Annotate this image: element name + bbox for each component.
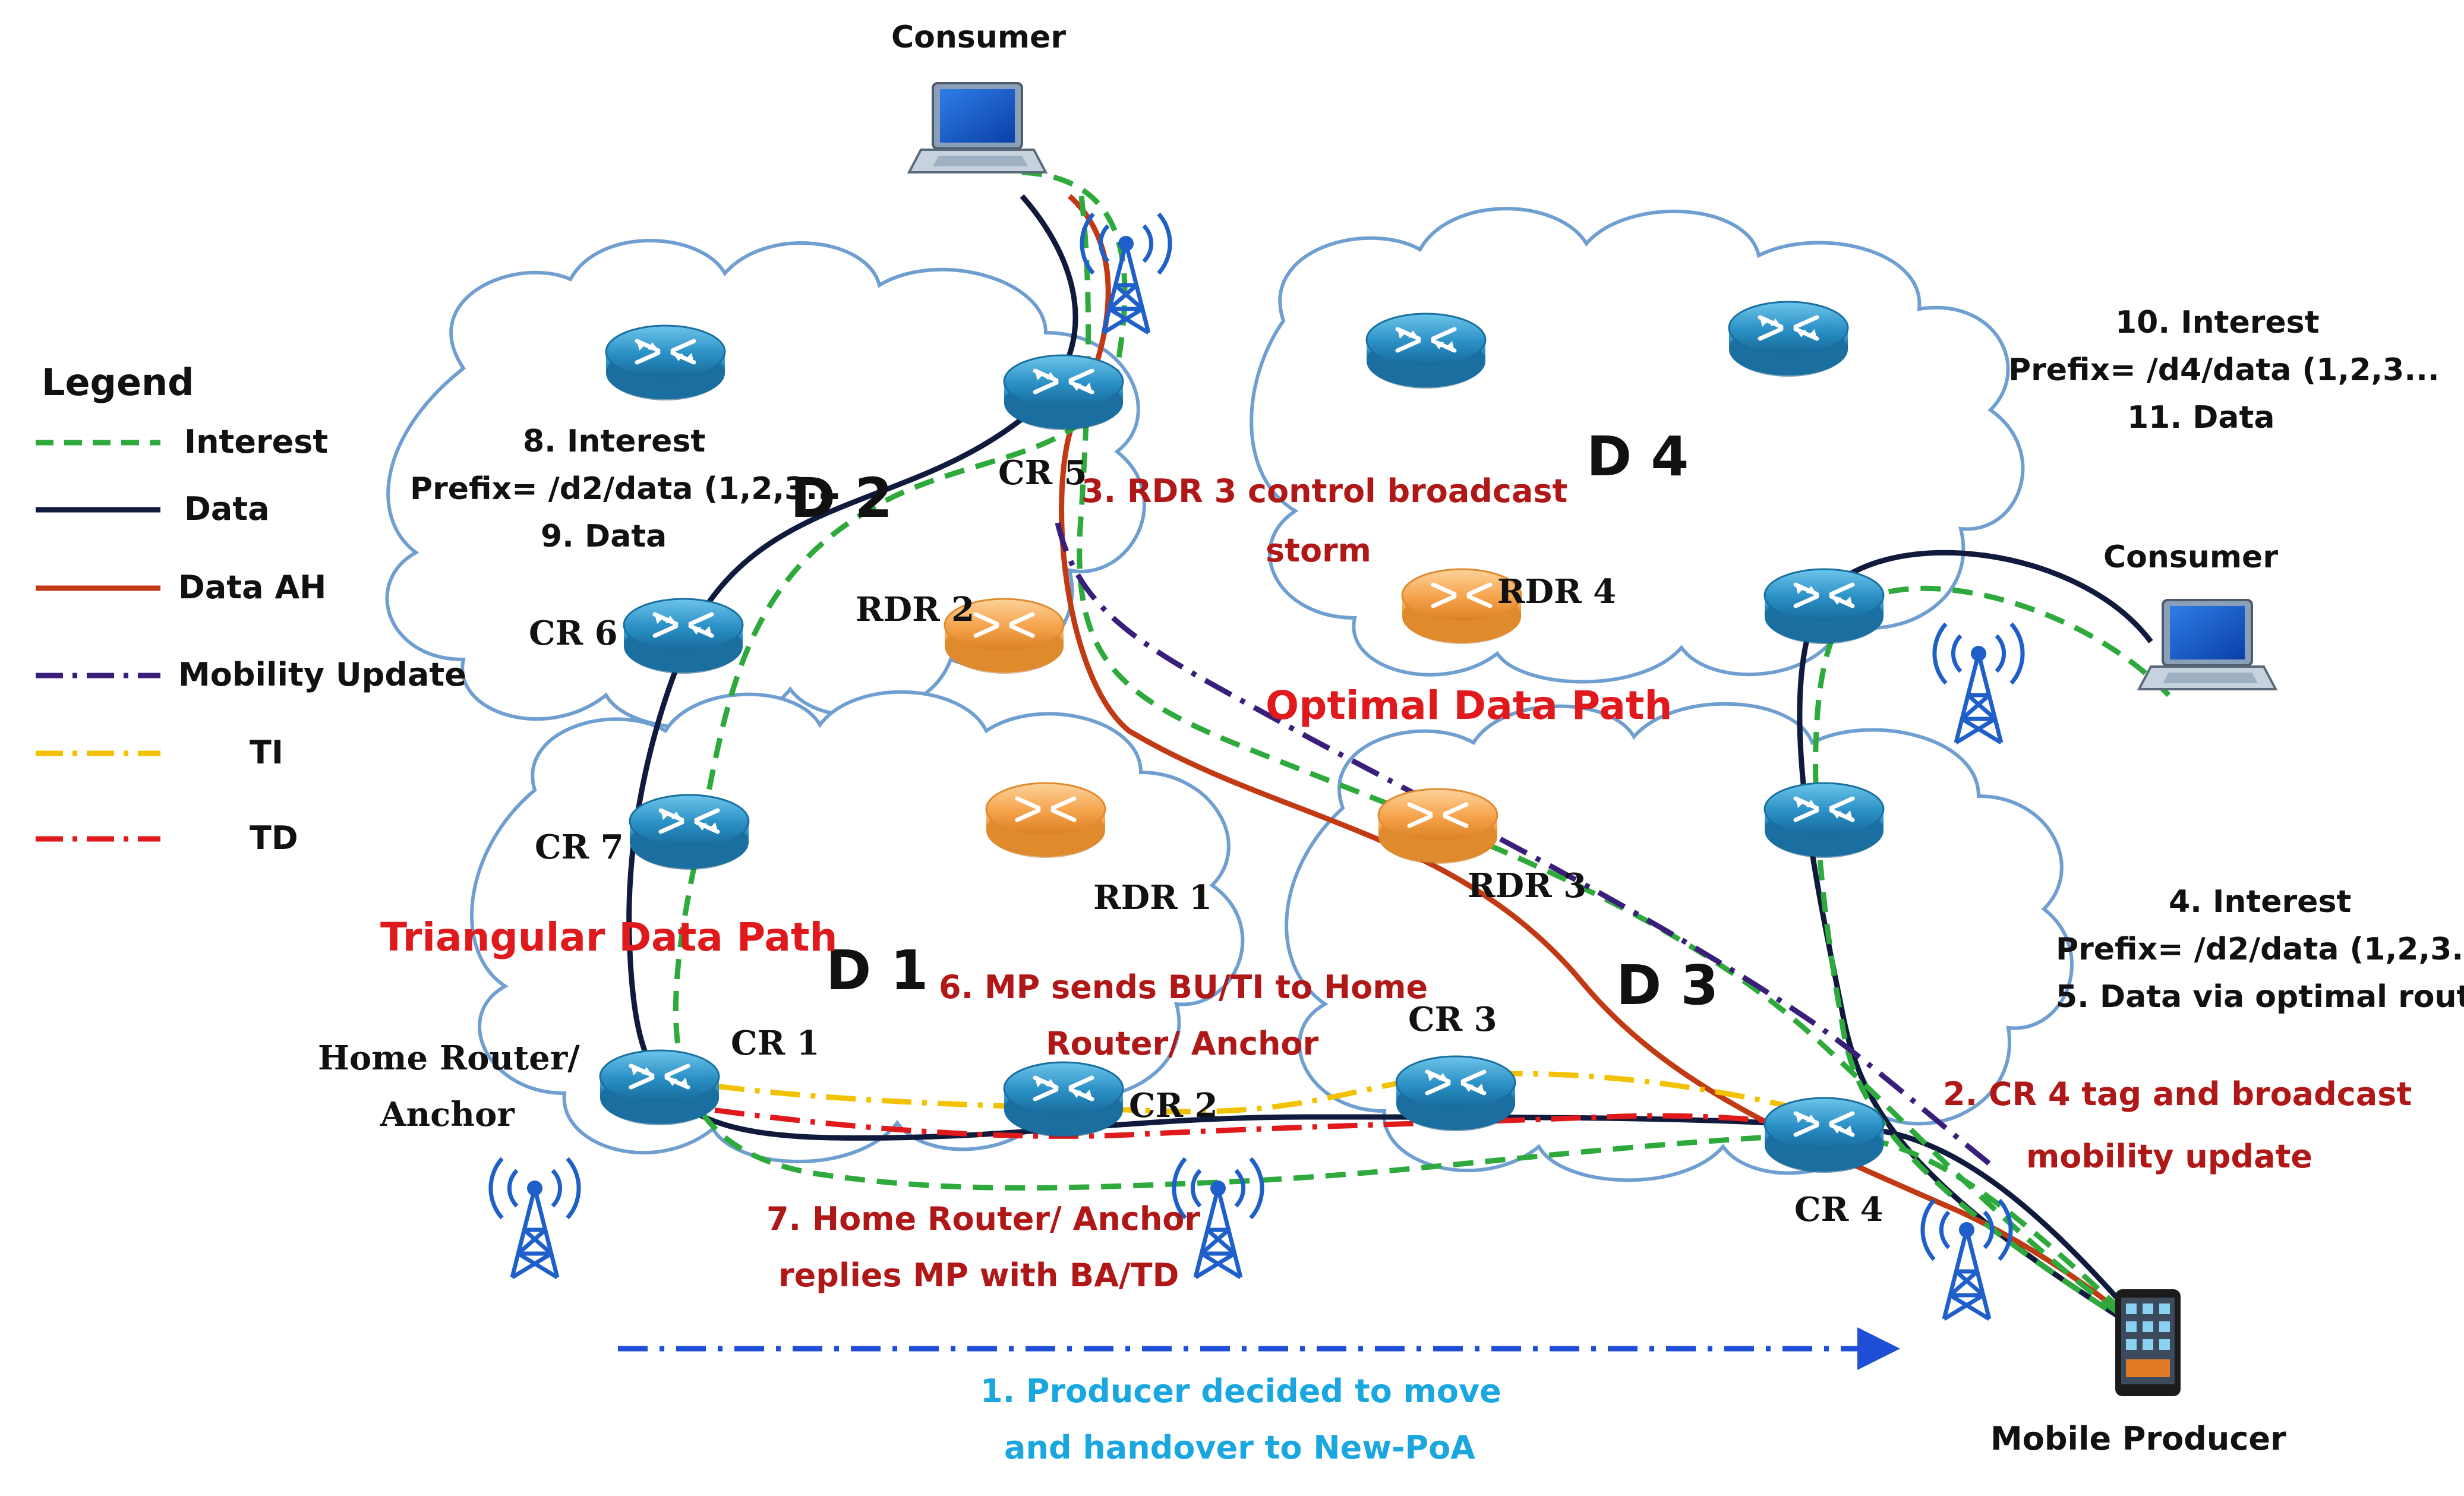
router-rdr3-icon bbox=[1378, 789, 1497, 864]
tower-new-poa-icon bbox=[1923, 1200, 2011, 1319]
consumer-right-label: Consumer bbox=[2103, 539, 2278, 575]
cloud-d2 bbox=[385, 239, 1146, 730]
router-rdr1-icon bbox=[986, 783, 1105, 858]
step-1-line-2: and handover to New-PoA bbox=[1004, 1429, 1475, 1466]
legend-title: Legend bbox=[42, 361, 194, 404]
router-d4-bottom-icon bbox=[1765, 569, 1884, 644]
mobile-producer-icon bbox=[2115, 1289, 2181, 1396]
cr5-label: CR 5 bbox=[998, 453, 1087, 493]
step-6-line-2: Router/ Anchor bbox=[1046, 1025, 1319, 1062]
legend-data-ah: Data AH bbox=[178, 569, 326, 606]
step-2: 2. CR 4 tag and broadcast mobility updat… bbox=[1943, 1075, 2412, 1175]
ti-path bbox=[659, 1071, 1879, 1132]
step-8-line-1: 8. Interest bbox=[523, 424, 705, 459]
cr2-label: CR 2 bbox=[1129, 1086, 1218, 1125]
legend-interest: Interest bbox=[184, 423, 328, 460]
step-3-line-1: 3. RDR 3 control broadcast bbox=[1081, 472, 1567, 510]
router-d3-top-icon bbox=[1765, 783, 1884, 858]
cr3-label: CR 3 bbox=[1408, 1000, 1497, 1039]
consumer-right-laptop-icon bbox=[2138, 599, 2277, 690]
step-5: 5. Data via optimal route bbox=[2056, 979, 2464, 1015]
tower-home-icon bbox=[491, 1159, 579, 1277]
step-1: 1. Producer decided to move and handover… bbox=[980, 1372, 1501, 1466]
step-10-line-2: Prefix= /d4/data (1,2,3... bbox=[2008, 352, 2440, 388]
tower-right-icon bbox=[1935, 624, 2023, 743]
router-cr4-icon bbox=[1765, 1098, 1884, 1173]
cr6-label: CR 6 bbox=[529, 614, 618, 653]
step-3: 3. RDR 3 control broadcast storm bbox=[1081, 472, 1567, 569]
legend-ti: TI bbox=[250, 734, 283, 771]
step-6-line-1: 6. MP sends BU/TI to Home bbox=[939, 968, 1428, 1006]
cr7-label: CR 7 bbox=[535, 828, 624, 867]
step-4-line-2: Prefix= /d2/data (1,2,3... bbox=[2056, 932, 2464, 967]
triangular-data-path-label: Triangular Data Path bbox=[380, 914, 837, 960]
step-6: 6. MP sends BU/TI to Home Router/ Anchor bbox=[939, 968, 1428, 1062]
cr1-label: CR 1 bbox=[731, 1024, 820, 1063]
step-8-9: 8. Interest Prefix= /d2/data (1,2,3... 9… bbox=[410, 424, 841, 554]
router-cr5-icon bbox=[1004, 355, 1123, 430]
router-cr7-icon bbox=[630, 795, 749, 870]
legend: Legend Interest Data Data AH Mobility Up… bbox=[36, 361, 466, 857]
step-1-line-1: 1. Producer decided to move bbox=[980, 1372, 1501, 1410]
step-2-line-2: mobility update bbox=[2026, 1138, 2312, 1175]
consumer-top-laptop-icon bbox=[908, 82, 1047, 173]
optimal-data-path-label: Optimal Data Path bbox=[1266, 683, 1673, 728]
rdr3-label: RDR 3 bbox=[1468, 866, 1586, 905]
step-7: 7. Home Router/ Anchor replies MP with B… bbox=[766, 1200, 1200, 1294]
step-9: 9. Data bbox=[541, 519, 667, 554]
domain-d4-label: D 4 bbox=[1586, 425, 1689, 488]
step-4-5: 4. Interest Prefix= /d2/data (1,2,3... 5… bbox=[2056, 884, 2464, 1015]
legend-mobility-update: Mobility Update bbox=[178, 656, 466, 693]
router-d4-right-icon bbox=[1729, 302, 1848, 377]
domain-d2-label: D 2 bbox=[790, 466, 892, 530]
router-cr1-icon bbox=[600, 1050, 719, 1125]
step-10-line-1: 10. Interest bbox=[2115, 305, 2319, 340]
router-cr6-icon bbox=[624, 599, 743, 674]
step-7-line-2: replies MP with BA/TD bbox=[778, 1257, 1179, 1294]
router-cr3-icon bbox=[1396, 1056, 1515, 1131]
router-d2-top-left-icon bbox=[606, 326, 725, 400]
domain-d3-label: D 3 bbox=[1616, 954, 1718, 1017]
step-10-11: 10. Interest Prefix= /d4/data (1,2,3... … bbox=[2008, 305, 2440, 435]
home-router-label-2: Anchor bbox=[380, 1095, 515, 1134]
domain-d1-label: D 1 bbox=[826, 939, 928, 1002]
router-d4-left-icon bbox=[1367, 314, 1485, 389]
step-7-line-1: 7. Home Router/ Anchor bbox=[766, 1200, 1200, 1238]
step-11: 11. Data bbox=[2127, 400, 2274, 435]
td-path bbox=[659, 1099, 1879, 1144]
mobile-producer-label: Mobile Producer bbox=[1990, 1420, 2286, 1457]
router-cr2-icon bbox=[1004, 1062, 1123, 1137]
step-3-line-2: storm bbox=[1266, 532, 1371, 569]
rdr1-label: RDR 1 bbox=[1093, 878, 1212, 917]
cr4-label: CR 4 bbox=[1794, 1190, 1884, 1229]
step-8-line-2: Prefix= /d2/data (1,2,3... bbox=[410, 471, 841, 507]
step-4-line-1: 4. Interest bbox=[2169, 884, 2351, 920]
rdr2-label: RDR 2 bbox=[856, 590, 974, 629]
consumer-top-label: Consumer bbox=[891, 20, 1066, 55]
step-2-line-1: 2. CR 4 tag and broadcast bbox=[1943, 1075, 2412, 1113]
rdr4-label: RDR 4 bbox=[1497, 572, 1616, 611]
home-router-label-1: Home Router/ bbox=[318, 1039, 580, 1078]
legend-td: TD bbox=[250, 819, 298, 857]
legend-data: Data bbox=[184, 490, 270, 528]
